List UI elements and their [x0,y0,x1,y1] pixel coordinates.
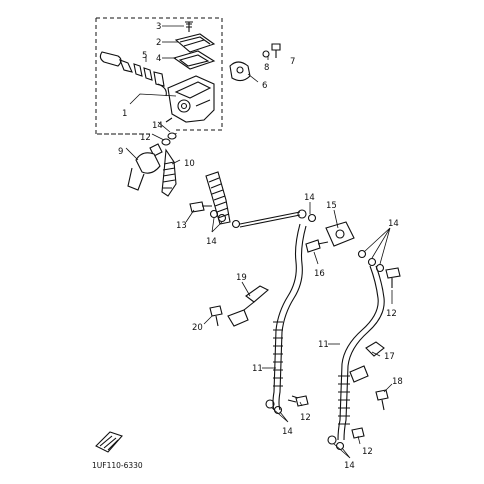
callout-12-right: 12 [386,309,397,319]
diaphragm-part-4 [172,50,216,70]
banjo-bolt-right [385,267,401,288]
callout-14-lower-right: 14 [344,461,355,471]
callout-14-lower-left: 14 [282,427,293,437]
piston-kit-part-5 [99,51,167,97]
hose-holder-part-19 [227,285,269,327]
callout-2: 2 [156,38,161,48]
callout-20: 20 [192,323,203,333]
callout-14-top: 14 [152,121,163,131]
washer-part-8 [262,50,270,58]
brake-hose-middle [205,171,231,225]
callout-11-left: 11 [252,364,263,374]
hose-holder-part-17 [349,341,385,383]
callout-6: 6 [262,81,267,91]
banjo-bolt-lower-right [351,427,365,439]
callout-10: 10 [184,159,195,169]
brake-pipe [239,209,317,228]
callout-12-lower-right: 12 [362,447,373,457]
callout-14-pipe: 14 [304,193,315,203]
hose-fitting-part-9 [127,152,161,191]
front-direction-icon [95,431,123,453]
reservoir-cap-part-2 [174,33,216,53]
callout-18: 18 [392,377,403,387]
leader-lines [125,25,393,459]
brake-hose-part-10 [161,148,177,197]
callout-12-top: 12 [140,133,151,143]
brake-hose-left-part-11 [265,223,307,415]
callout-labels: 3 2 4 5 8 7 6 1 14 12 9 10 13 14 14 15 1… [118,22,403,471]
callout-3: 3 [156,22,161,32]
callout-8: 8 [264,63,269,73]
callout-11-right: 11 [318,340,329,350]
callout-12-lower-left: 12 [300,413,311,423]
master-cylinder-part-1 [165,75,215,123]
callout-14-middle: 14 [206,237,217,247]
three-way-joint-part-15 [325,221,355,247]
screw-part-3 [185,21,193,32]
screw-part-20 [209,305,223,327]
bracket-part-6 [229,61,251,82]
banjo-bolt-lower-left [295,395,309,407]
callout-7: 7 [290,57,295,67]
figure-code: 1UF110-6330 [92,461,143,470]
callout-15: 15 [326,201,337,211]
master-cylinder-group-box [95,17,223,135]
callout-1: 1 [122,109,127,119]
screw-part-18 [375,389,389,411]
callout-17: 17 [384,352,395,362]
callout-16: 16 [314,269,325,279]
callout-4: 4 [156,54,161,64]
callout-19: 19 [236,273,247,283]
bolt-part-16 [305,239,329,253]
callout-9: 9 [118,147,123,157]
callout-13: 13 [176,221,187,231]
callout-14-right: 14 [388,219,399,229]
brake-hose-right-part-11 [327,265,385,451]
washers-middle [209,209,241,229]
bolt-part-13 [189,201,212,213]
callout-5: 5 [142,51,147,61]
banjo-bolt-top [149,132,177,157]
